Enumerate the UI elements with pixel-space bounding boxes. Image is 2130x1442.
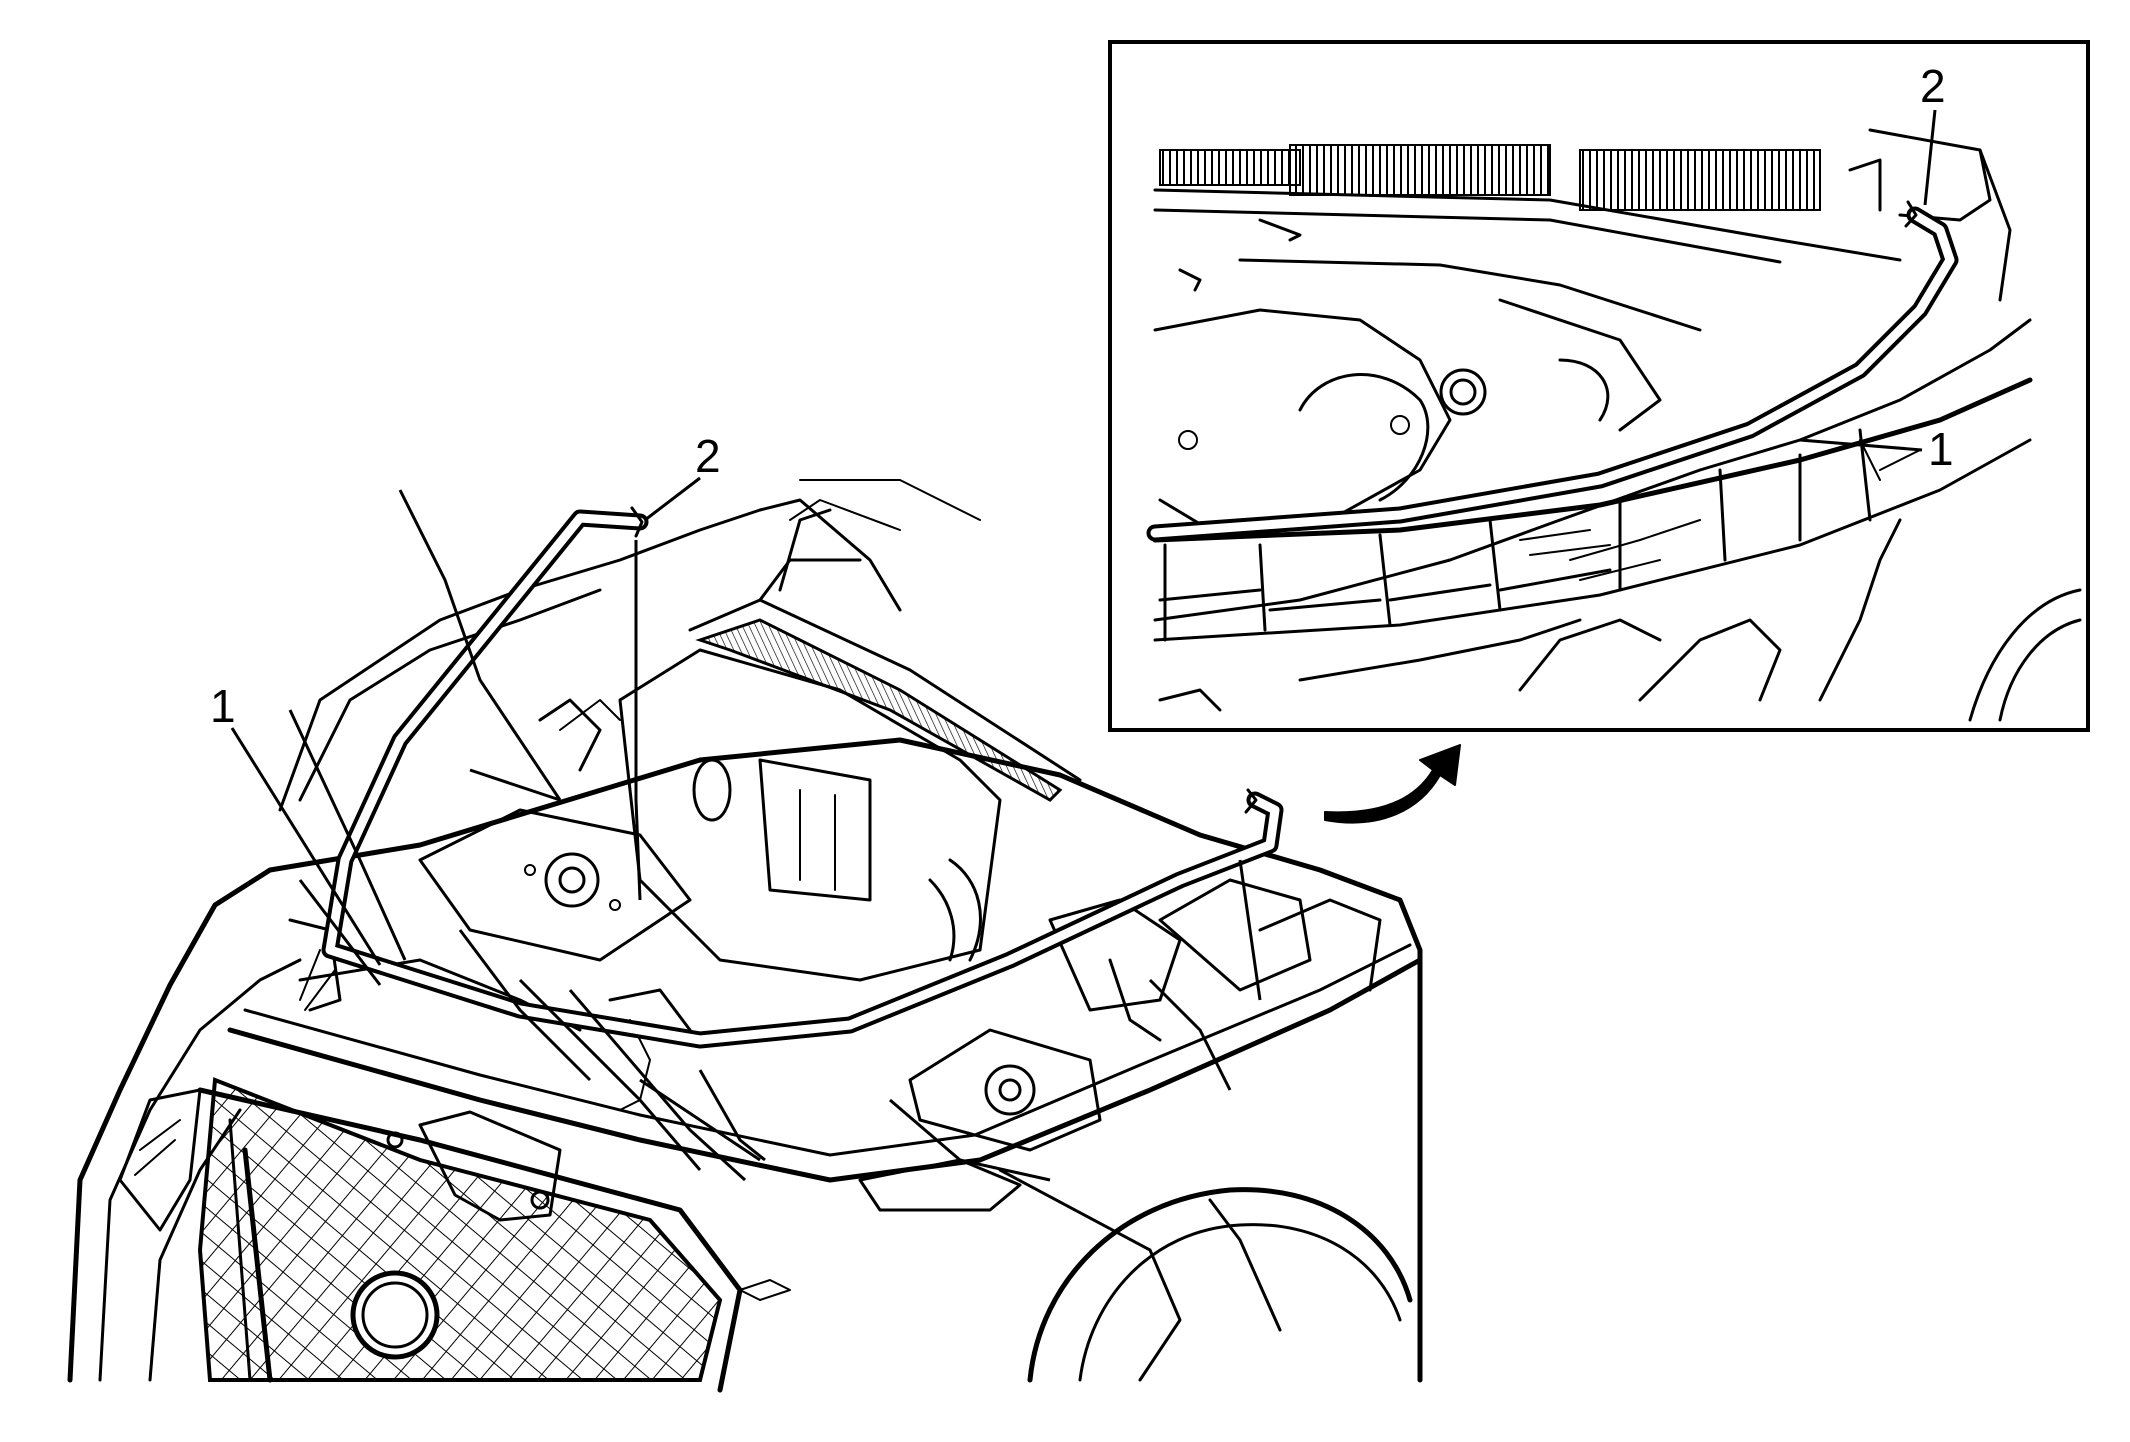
- svg-text:1: 1: [1928, 423, 1954, 475]
- detail-inset: 1 2: [1108, 40, 2090, 732]
- fastener-leader-lines: [288, 489, 1262, 1182]
- right-strut-tower: [908, 1028, 1102, 1152]
- callout-1-detail: 1: [1799, 423, 1954, 475]
- hood-weatherstrip-detail: [1146, 200, 1959, 542]
- front-grille: [197, 1077, 743, 1393]
- emblem: [350, 1270, 440, 1360]
- callout-2-detail: 2: [1920, 60, 1946, 206]
- vehicle-front-view: [67, 479, 1423, 1393]
- callout-2-main: 2: [644, 430, 721, 522]
- cowl-panel: [688, 508, 1082, 802]
- svg-text:2: 2: [695, 430, 721, 482]
- detail-arrow-icon: [1324, 744, 1461, 824]
- hood-weatherstrip-main: [321, 506, 1284, 1049]
- callout-1-main: 1: [210, 680, 382, 966]
- svg-text:2: 2: [1920, 60, 1946, 112]
- left-strut-tower: [418, 808, 692, 962]
- svg-text:1: 1: [210, 680, 236, 732]
